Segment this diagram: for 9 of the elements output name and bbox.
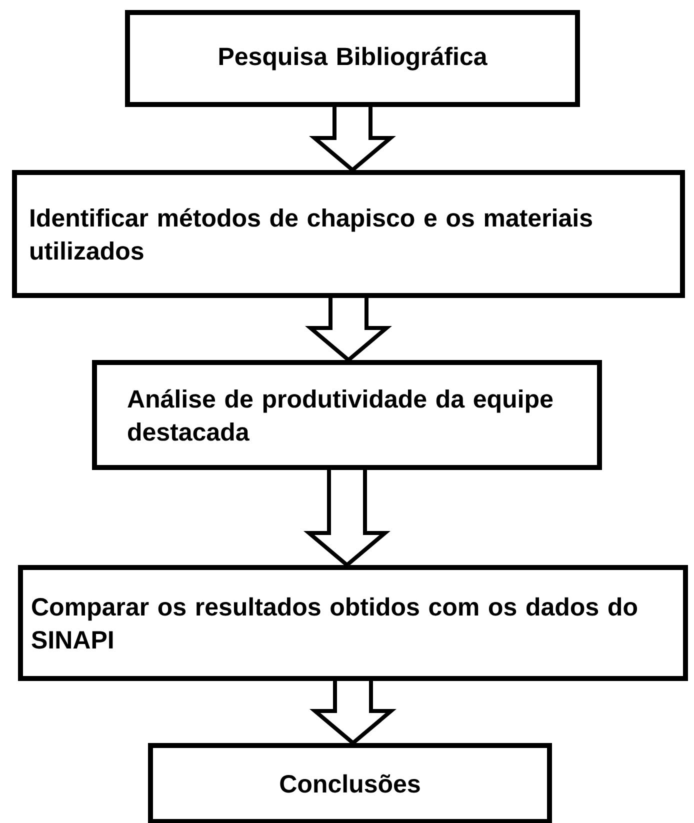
block-arrow — [305, 296, 392, 363]
process-box: Conclusões — [148, 743, 552, 823]
process-box: Comparar os resultados obtidos com os dados do SINAPI — [18, 565, 688, 681]
process-box: Análise de produtividade da equipe destacada — [92, 360, 602, 470]
block-arrow — [304, 468, 390, 568]
block-arrow — [309, 105, 396, 173]
process-box: Pesquisa Bibliográfica — [125, 10, 580, 108]
block-arrow — [310, 679, 396, 746]
process-box: Identificar métodos de chapisco e os materiais utilizados — [12, 170, 685, 298]
